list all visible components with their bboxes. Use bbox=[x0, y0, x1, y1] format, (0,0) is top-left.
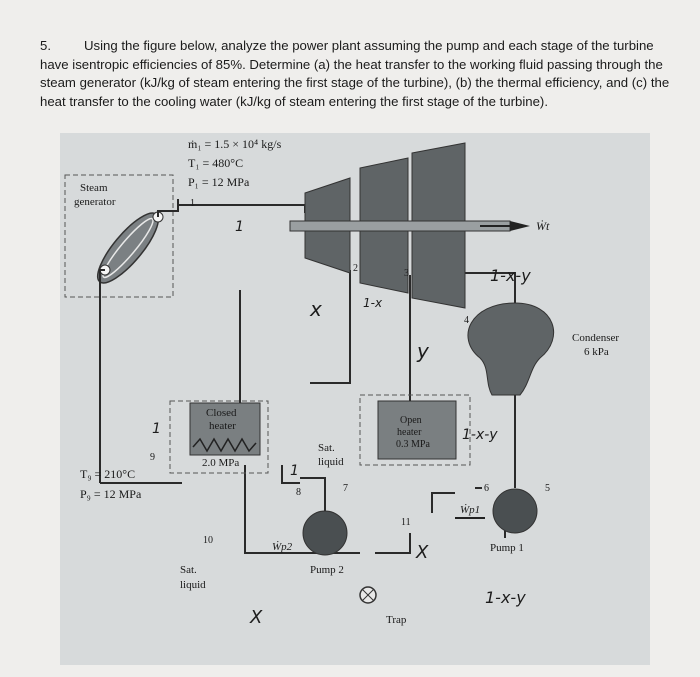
given-mass-flow: ṁ₁ = 1.5 × 10⁴ kg/s bbox=[188, 137, 282, 151]
problem-statement: 5.Using the figure below, analyze the po… bbox=[40, 37, 680, 111]
open-heater-pressure: 0.3 MPa bbox=[396, 439, 430, 450]
state-11: 11 bbox=[401, 517, 411, 528]
state-6: 6 bbox=[484, 483, 489, 494]
handwritten-1-x-y-right: 1-x-y bbox=[462, 427, 498, 443]
closed-heater bbox=[189, 402, 261, 456]
open-heater-label-1: Open bbox=[400, 415, 422, 426]
feedwater-temperature: T₉ = 210°C bbox=[80, 467, 135, 481]
pump-1 bbox=[492, 488, 538, 534]
closed-heater-coil bbox=[192, 437, 257, 453]
state-7: 7 bbox=[343, 483, 348, 494]
pump-1-work: Ẇp1 bbox=[460, 504, 480, 516]
trap-cross-2 bbox=[361, 588, 375, 602]
handwritten-1-left: 1 bbox=[152, 421, 161, 437]
handwritten-1-top: 1 bbox=[235, 219, 244, 235]
closed-heater-label-2: heater bbox=[209, 420, 236, 432]
open-heater-boundary bbox=[359, 394, 471, 466]
pump-2-label: Pump 2 bbox=[310, 564, 344, 576]
problem-number: 5. bbox=[40, 38, 51, 53]
handwritten-y: y bbox=[416, 339, 430, 363]
handwritten-1-minus-x: 1-x bbox=[363, 296, 383, 310]
turbine-work-label: Ẇt bbox=[536, 218, 550, 233]
heater-sat-liquid-2: liquid bbox=[318, 456, 344, 468]
state-9: 9 bbox=[150, 452, 155, 463]
bottom-sat-liquid-2: liquid bbox=[180, 579, 206, 591]
given-temperature: T₁ = 480°C bbox=[188, 156, 243, 170]
state-4: 4 bbox=[464, 315, 469, 326]
feedwater-pressure: P₉ = 12 MPa bbox=[80, 487, 142, 501]
open-heater bbox=[377, 400, 457, 460]
state-5: 5 bbox=[545, 483, 550, 494]
problem-text: Using the figure below, analyze the powe… bbox=[40, 38, 670, 109]
closed-heater-boundary bbox=[169, 400, 269, 474]
steam-generator-boundary bbox=[64, 174, 174, 298]
condenser-label-2: 6 kPa bbox=[584, 346, 609, 358]
state-1: 1 bbox=[190, 198, 195, 209]
power-plant-figure: ṁ₁ = 1.5 × 10⁴ kg/s T₁ = 480°C P₁ = 12 M… bbox=[60, 133, 650, 665]
handwritten-1-right: 1 bbox=[290, 463, 299, 479]
handwritten-1-x-y-bottom: 1-x-y bbox=[485, 588, 526, 607]
state-3: 3 bbox=[404, 268, 409, 279]
turbine-work-arrow bbox=[510, 221, 530, 231]
state-10: 10 bbox=[203, 535, 213, 546]
condenser-label-1: Condenser bbox=[572, 332, 619, 344]
trap-label: Trap bbox=[386, 614, 407, 626]
diagram-background bbox=[60, 133, 650, 665]
open-heater-label-2: heater bbox=[397, 427, 422, 438]
steam-generator-label-2: generator bbox=[74, 196, 116, 208]
pump-2-work: Ẇp2 bbox=[272, 541, 293, 553]
handwritten-x-trap: X bbox=[415, 542, 429, 563]
state-2: 2 bbox=[353, 263, 358, 274]
handwritten-1-x-y-top: 1-x-y bbox=[490, 266, 531, 285]
bottom-sat-liquid-1: Sat. bbox=[180, 564, 197, 576]
steam-generator-label-1: Steam bbox=[80, 182, 108, 194]
heater-sat-liquid-1: Sat. bbox=[318, 442, 335, 454]
pump-1-label: Pump 1 bbox=[490, 542, 524, 554]
power-plant-diagram: ṁ₁ = 1.5 × 10⁴ kg/s T₁ = 480°C P₁ = 12 M… bbox=[60, 133, 650, 665]
condenser bbox=[467, 302, 555, 396]
turbine bbox=[289, 142, 511, 309]
closed-heater-pressure: 2.0 MPa bbox=[202, 457, 239, 469]
closed-heater-label-1: Closed bbox=[206, 407, 237, 419]
state-8: 8 bbox=[296, 487, 301, 498]
handwritten-x: x bbox=[309, 297, 322, 321]
pump-2 bbox=[302, 510, 348, 556]
given-pressure: P₁ = 12 MPa bbox=[188, 175, 250, 189]
handwritten-x-bottom: X bbox=[249, 607, 263, 628]
